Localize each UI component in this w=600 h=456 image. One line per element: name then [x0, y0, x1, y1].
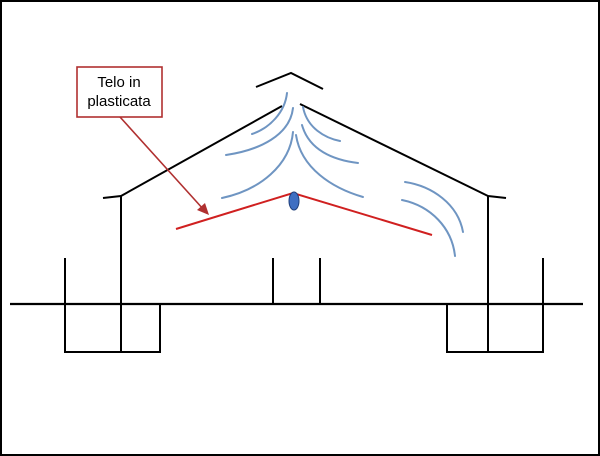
callout-arrowhead	[197, 203, 209, 215]
callout-pointer	[119, 116, 205, 211]
callout-label-line2: plasticata	[87, 93, 151, 110]
water-drop-icon	[288, 191, 300, 211]
roof-right-slope	[299, 103, 489, 197]
roof-left-slope	[120, 105, 283, 197]
airflow-curve-8	[401, 199, 456, 257]
airflow-curve-2	[225, 107, 294, 156]
airflow-curve-7	[404, 181, 464, 233]
airflow-curve-5	[301, 124, 359, 164]
callout-label-line1: Telo in	[97, 74, 140, 91]
left-eave	[102, 195, 122, 199]
left-foundation	[64, 304, 161, 353]
airflow-curve-6	[295, 134, 364, 198]
airflow-curve-4	[302, 106, 341, 142]
right-foundation	[446, 304, 544, 353]
right-eave	[487, 195, 507, 199]
airflow-curve-1	[251, 92, 288, 135]
airflow-lines	[221, 92, 464, 257]
airflow-curve-3	[221, 131, 294, 199]
ridge-vent-icon	[255, 71, 324, 90]
callout-box	[76, 66, 163, 118]
